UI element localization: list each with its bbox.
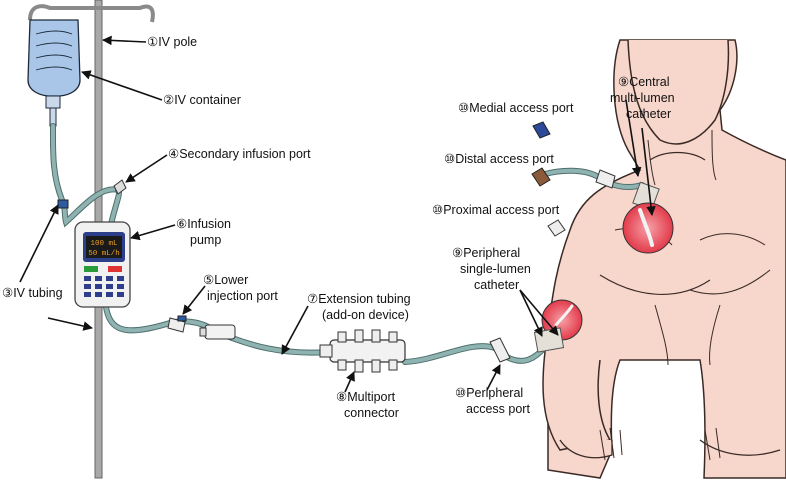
label-peripheral-access-port-2: access port: [466, 402, 530, 416]
roller-clamp: [57, 199, 69, 209]
label-central-catheter-1: ⑨Central: [618, 75, 670, 89]
pump-volume: 100 mL: [90, 240, 118, 248]
inline-connector: [199, 324, 236, 340]
label-infusion-pump-2: pump: [190, 233, 222, 247]
callout-arrows: [19, 35, 656, 393]
catheter-hub: [595, 169, 660, 211]
label-peripheral-catheter-2: single-lumen: [460, 262, 531, 276]
label-peripheral-catheter-1: ⑨Peripheral: [452, 246, 521, 260]
pump-start-button[interactable]: [84, 266, 98, 272]
label-extension-tubing-1: ⑦Extension tubing: [307, 292, 411, 306]
distal-access-port: [531, 167, 551, 187]
peripheral-access-port: [489, 337, 511, 363]
pump-keypad[interactable]: [84, 276, 124, 297]
label-proximal-access-port: ⑩Proximal access port: [432, 203, 560, 217]
label-medial-access-port: ⑩Medial access port: [458, 101, 574, 115]
label-central-catheter-3: catheter: [626, 107, 672, 121]
label-multiport-connector-1: ⑧Multiport: [336, 390, 396, 404]
infusion-pump: 100 mL 50 mL/h: [74, 221, 131, 308]
label-iv-tubing: ③IV tubing: [2, 286, 63, 300]
label-lower-injection-port-2: injection port: [207, 289, 278, 303]
patient-torso: [542, 39, 786, 479]
label-iv-pole: ①IV pole: [147, 35, 198, 49]
medial-access-port: [532, 121, 551, 139]
iv-container: [27, 19, 81, 127]
label-peripheral-access-port-1: ⑩Peripheral: [455, 386, 524, 400]
multiport-connector: [319, 329, 406, 373]
label-lower-injection-port-1: ⑤Lower: [203, 273, 249, 287]
label-extension-tubing-2: (add-on device): [322, 308, 409, 322]
label-secondary-infusion-port: ④Secondary infusion port: [168, 147, 311, 161]
secondary-infusion-port: [113, 179, 127, 195]
central-catheter-site: [622, 202, 674, 254]
pump-screen: [86, 236, 122, 258]
proximal-access-port: [547, 219, 566, 237]
label-multiport-connector-2: connector: [344, 406, 399, 420]
label-distal-access-port: ⑩Distal access port: [444, 152, 554, 166]
lower-injection-port: [167, 315, 187, 333]
label-iv-container: ②IV container: [163, 93, 241, 107]
label-peripheral-catheter-3: catheter: [474, 278, 520, 292]
pump-rate: 50 mL/h: [88, 250, 120, 258]
pump-stop-button[interactable]: [108, 266, 122, 272]
label-infusion-pump-1: ⑥Infusion: [176, 217, 231, 231]
label-central-catheter-2: multi-lumen: [610, 91, 675, 105]
